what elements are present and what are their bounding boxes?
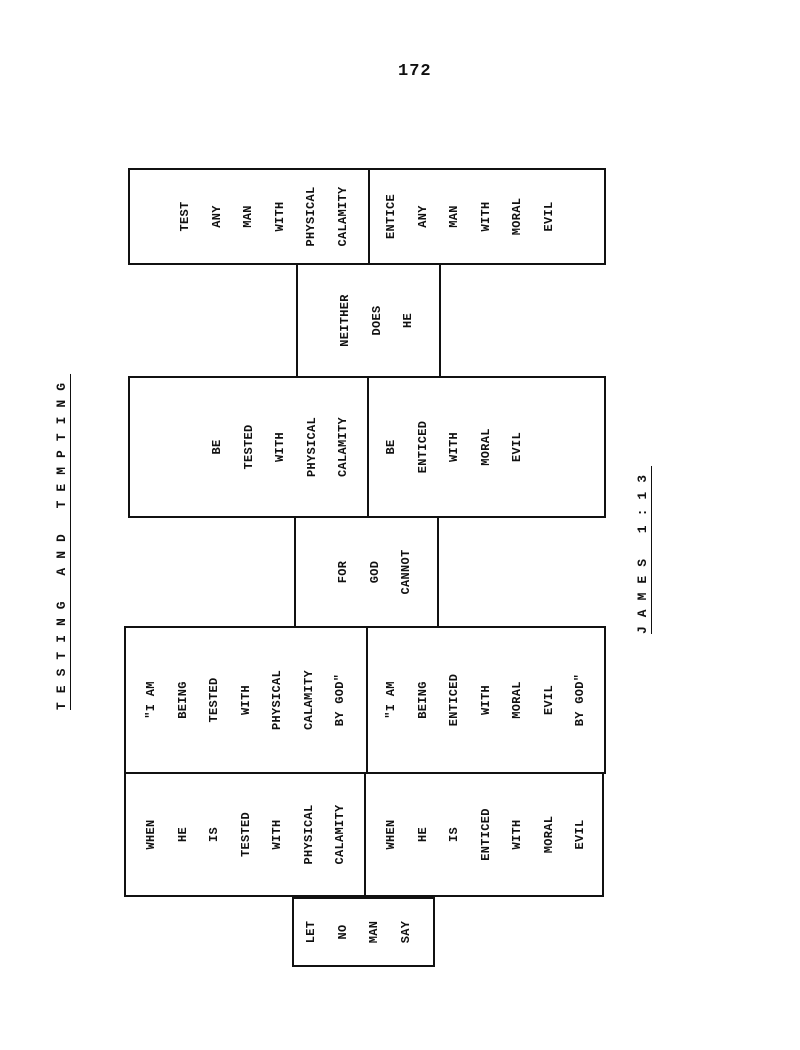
- word: CALAMITY: [335, 186, 350, 247]
- i-am-being-tested-text: "I AM BEING TESTED WITH PHYSICAL CALAMIT…: [136, 629, 357, 771]
- word: EVIL: [541, 685, 556, 716]
- word: SAY: [398, 920, 413, 944]
- word: WITH: [447, 432, 461, 463]
- word: BY GOD": [573, 673, 587, 727]
- when-he-is-enticed-text: WHEN HE IS ENTICED WITH MORAL EVIL: [376, 775, 597, 894]
- entice-any-man-text: ENTICE ANY MAN WITH MORAL EVIL: [376, 171, 565, 262]
- scripture-reference: JAMES 1:13: [635, 465, 650, 634]
- word: IS: [207, 827, 221, 843]
- word: BE: [384, 439, 398, 455]
- when-he-is-tested-text: WHEN HE IS TESTED WITH PHYSICAL CALAMITY: [136, 775, 357, 894]
- neither-does-he-text: NEITHER DOES HE: [330, 266, 425, 375]
- be-enticed-text: BE ENTICED WITH MORAL EVIL: [376, 379, 534, 515]
- word: BEING: [415, 681, 430, 719]
- word: ENTICED: [478, 808, 493, 861]
- word: WITH: [478, 685, 493, 716]
- word: LET: [304, 920, 318, 944]
- word: BY GOD": [333, 673, 347, 727]
- word: "I AM: [384, 681, 398, 719]
- word: WHEN: [384, 819, 398, 850]
- word: CALAMITY: [301, 670, 316, 731]
- word: FOR: [336, 560, 350, 584]
- word: HE: [175, 827, 190, 843]
- word: TESTED: [241, 424, 256, 470]
- word: IS: [447, 827, 461, 843]
- word: DOES: [369, 305, 384, 336]
- word: MAN: [367, 920, 381, 944]
- word: CALAMITY: [333, 804, 347, 865]
- word: WITH: [273, 432, 287, 463]
- word: MORAL: [478, 428, 493, 466]
- word: "I AM: [144, 681, 158, 719]
- rotated-diagram-sheet: TESTING AND TEMPTING LET NO MAN SAY WHEN…: [40, 168, 720, 1040]
- word: CALAMITY: [336, 417, 350, 478]
- word: MAN: [447, 205, 461, 228]
- word: NO: [335, 924, 350, 940]
- word: GOD: [367, 560, 382, 584]
- word: PHYSICAL: [270, 670, 284, 731]
- word: PHYSICAL: [304, 417, 319, 478]
- i-am-being-enticed-text: "I AM BEING ENTICED WITH MORAL EVIL BY G…: [376, 629, 597, 771]
- word: MORAL: [541, 815, 556, 854]
- word: PHYSICAL: [304, 186, 318, 247]
- word: EVIL: [541, 201, 556, 232]
- for-god-cannot-text: FOR GOD CANNOT: [328, 519, 423, 625]
- word: MORAL: [510, 681, 524, 719]
- word: ENTICED: [415, 420, 430, 474]
- word: TESTED: [238, 812, 253, 858]
- be-tested-text: BE TESTED WITH PHYSICAL CALAMITY: [202, 379, 360, 515]
- word: BE: [210, 439, 224, 455]
- word: ENTICE: [384, 194, 398, 240]
- word: PHYSICAL: [301, 804, 316, 865]
- word: HE: [415, 827, 430, 843]
- word: BEING: [175, 681, 190, 719]
- diagram-title: TESTING AND TEMPTING: [54, 373, 69, 710]
- word: ENTICED: [447, 673, 461, 727]
- test-any-man-text: TEST ANY MAN WITH PHYSICAL CALAMITY: [170, 171, 359, 262]
- word: WITH: [478, 201, 493, 232]
- word: MORAL: [510, 197, 524, 236]
- word: WHEN: [144, 819, 158, 850]
- word: WITH: [272, 201, 287, 232]
- word: ANY: [415, 205, 430, 228]
- word: ANY: [209, 205, 224, 228]
- word: WITH: [510, 819, 524, 850]
- word: EVIL: [510, 432, 524, 463]
- page-number: 172: [398, 62, 432, 81]
- word: NEITHER: [338, 294, 352, 347]
- word: TEST: [178, 201, 192, 232]
- word: TESTED: [207, 677, 221, 723]
- word: WITH: [270, 819, 284, 850]
- let-no-man-say-text: LET NO MAN SAY: [296, 900, 422, 964]
- word: CANNOT: [399, 549, 413, 595]
- word: WITH: [238, 685, 253, 716]
- word: EVIL: [573, 819, 587, 850]
- word: HE: [401, 313, 415, 329]
- word: MAN: [241, 205, 255, 228]
